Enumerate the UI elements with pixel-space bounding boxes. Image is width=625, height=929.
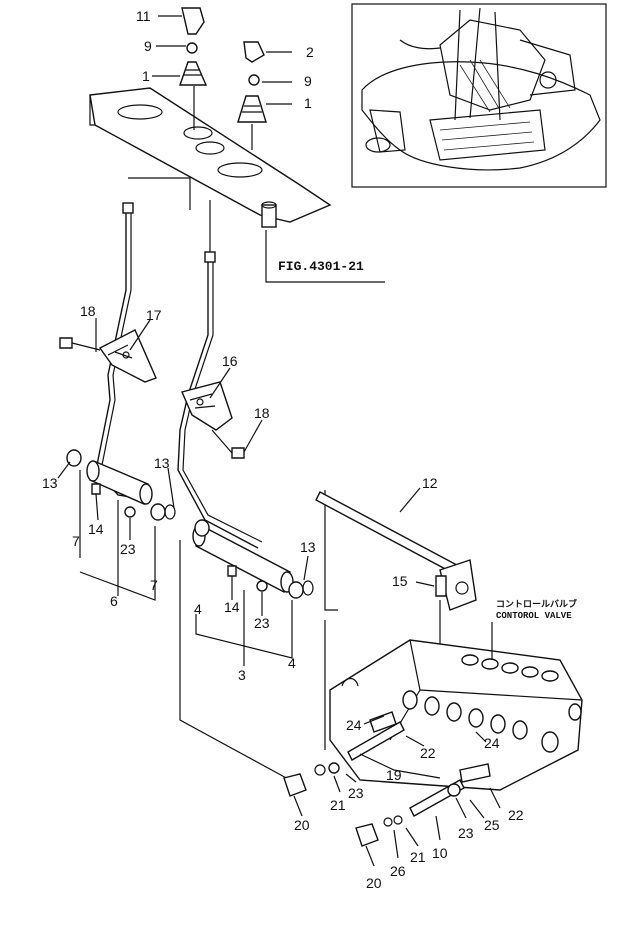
callout-22: 22 bbox=[420, 745, 436, 761]
bushings bbox=[66, 449, 314, 599]
callout-16: 16 bbox=[222, 353, 238, 369]
callout-11: 11 bbox=[136, 8, 151, 24]
callout-25: 25 bbox=[484, 817, 500, 833]
callout-7b: 7 bbox=[150, 577, 158, 593]
callout-17: 17 bbox=[146, 307, 162, 323]
callout-1b: 1 bbox=[304, 95, 312, 111]
callout-24b: 24 bbox=[484, 735, 500, 751]
pipe-6 bbox=[86, 460, 153, 505]
valve-spools bbox=[402, 654, 582, 753]
callout-9: 9 bbox=[144, 38, 152, 54]
leader-lines bbox=[57, 15, 501, 867]
figure-reference: FIG.4301-21 bbox=[278, 259, 364, 274]
bottom-fittings bbox=[283, 762, 461, 847]
callout-20b: 20 bbox=[366, 875, 382, 891]
inset-view bbox=[351, 3, 607, 188]
callout-labels: 11 9 2 1 9 1 18 17 16 18 13 13 14 23 7 6… bbox=[42, 8, 524, 891]
bracket-17 bbox=[98, 329, 157, 383]
callout-23: 23 bbox=[120, 541, 136, 557]
bolt-18-right bbox=[211, 429, 245, 459]
callout-20: 20 bbox=[294, 817, 310, 833]
callout-13b: 13 bbox=[154, 455, 170, 471]
callout-24: 24 bbox=[346, 717, 362, 733]
callout-21b: 21 bbox=[410, 849, 426, 865]
callout-4: 4 bbox=[194, 601, 202, 617]
console-plate bbox=[89, 87, 332, 228]
bolts-14-nuts-23 bbox=[91, 483, 268, 592]
callout-10: 10 bbox=[432, 845, 448, 861]
callout-23c: 23 bbox=[348, 785, 364, 801]
callout-13: 13 bbox=[42, 475, 58, 491]
control-valve-en-label: CONTOROL VALVE bbox=[496, 611, 572, 621]
callout-1: 1 bbox=[142, 68, 150, 84]
callout-14b: 14 bbox=[224, 599, 240, 615]
callout-9b: 9 bbox=[304, 73, 312, 89]
control-valve bbox=[329, 639, 583, 791]
callout-19: 19 bbox=[386, 767, 402, 783]
callout-12: 12 bbox=[422, 475, 438, 491]
callout-13c: 13 bbox=[300, 539, 316, 555]
callout-26: 26 bbox=[390, 863, 406, 879]
callout-23d: 23 bbox=[458, 825, 474, 841]
callout-3: 3 bbox=[238, 667, 246, 683]
callout-15: 15 bbox=[392, 573, 408, 589]
callout-14: 14 bbox=[88, 521, 104, 537]
callout-7: 7 bbox=[72, 533, 80, 549]
callout-21: 21 bbox=[330, 797, 346, 813]
bolt-18-left bbox=[59, 337, 101, 351]
lever-knob bbox=[179, 7, 208, 86]
callout-23b: 23 bbox=[254, 615, 270, 631]
rod-12 bbox=[315, 491, 477, 611]
callout-4b: 4 bbox=[288, 655, 296, 671]
callout-6: 6 bbox=[110, 593, 118, 609]
callout-18: 18 bbox=[80, 303, 96, 319]
callout-2: 2 bbox=[306, 44, 314, 60]
control-valve-jp-label: コントロールバルブ bbox=[496, 598, 577, 610]
callout-18b: 18 bbox=[254, 405, 270, 421]
lever-knob-2 bbox=[237, 41, 267, 123]
bracket-16 bbox=[181, 381, 233, 431]
callout-22b: 22 bbox=[508, 807, 524, 823]
